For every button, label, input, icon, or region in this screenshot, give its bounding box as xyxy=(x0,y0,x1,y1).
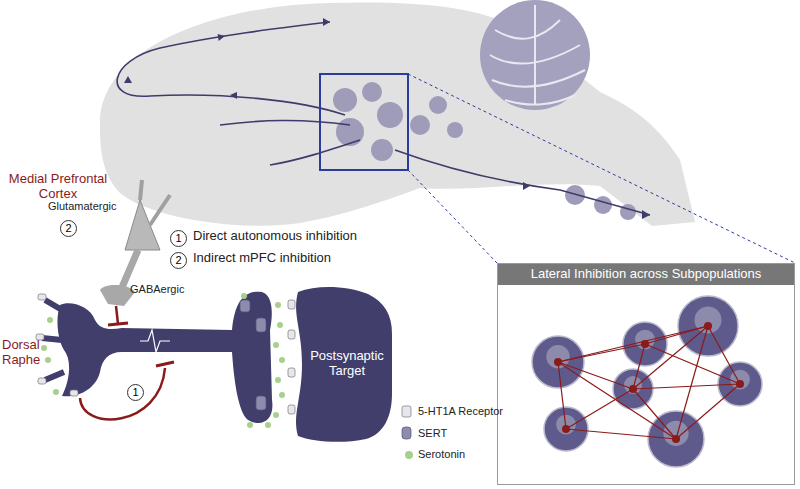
callout-number: 1 xyxy=(127,384,144,401)
callout-number: 2 xyxy=(60,220,77,237)
panel-header: Lateral Inhibition across Subpopulations xyxy=(498,264,794,285)
cell-type-label: Glutamatergic xyxy=(48,200,116,213)
region-label: Medial Prefrontal Cortex xyxy=(2,172,114,202)
legend-text: SERT xyxy=(418,427,447,439)
callout-number: 1 xyxy=(170,230,187,247)
legend-swatch xyxy=(405,451,413,459)
node-text: Postsynaptic Target xyxy=(302,349,392,379)
legend-text: 5-HT1A Receptor xyxy=(418,405,503,417)
inset-panel: Lateral Inhibition across Subpopulations xyxy=(497,263,795,485)
callout-number: 2 xyxy=(170,252,187,269)
legend-text: Serotonin xyxy=(418,448,465,460)
cell-type-label: GABAergic xyxy=(130,283,184,296)
key-text: Direct autonomous inhibition xyxy=(193,229,357,244)
key-text: Indirect mPFC inhibition xyxy=(193,251,331,266)
region-label: Dorsal Raphe xyxy=(2,338,44,368)
postsynaptic-target: Postsynaptic Target xyxy=(288,284,396,444)
subpopulation-network xyxy=(498,264,796,486)
